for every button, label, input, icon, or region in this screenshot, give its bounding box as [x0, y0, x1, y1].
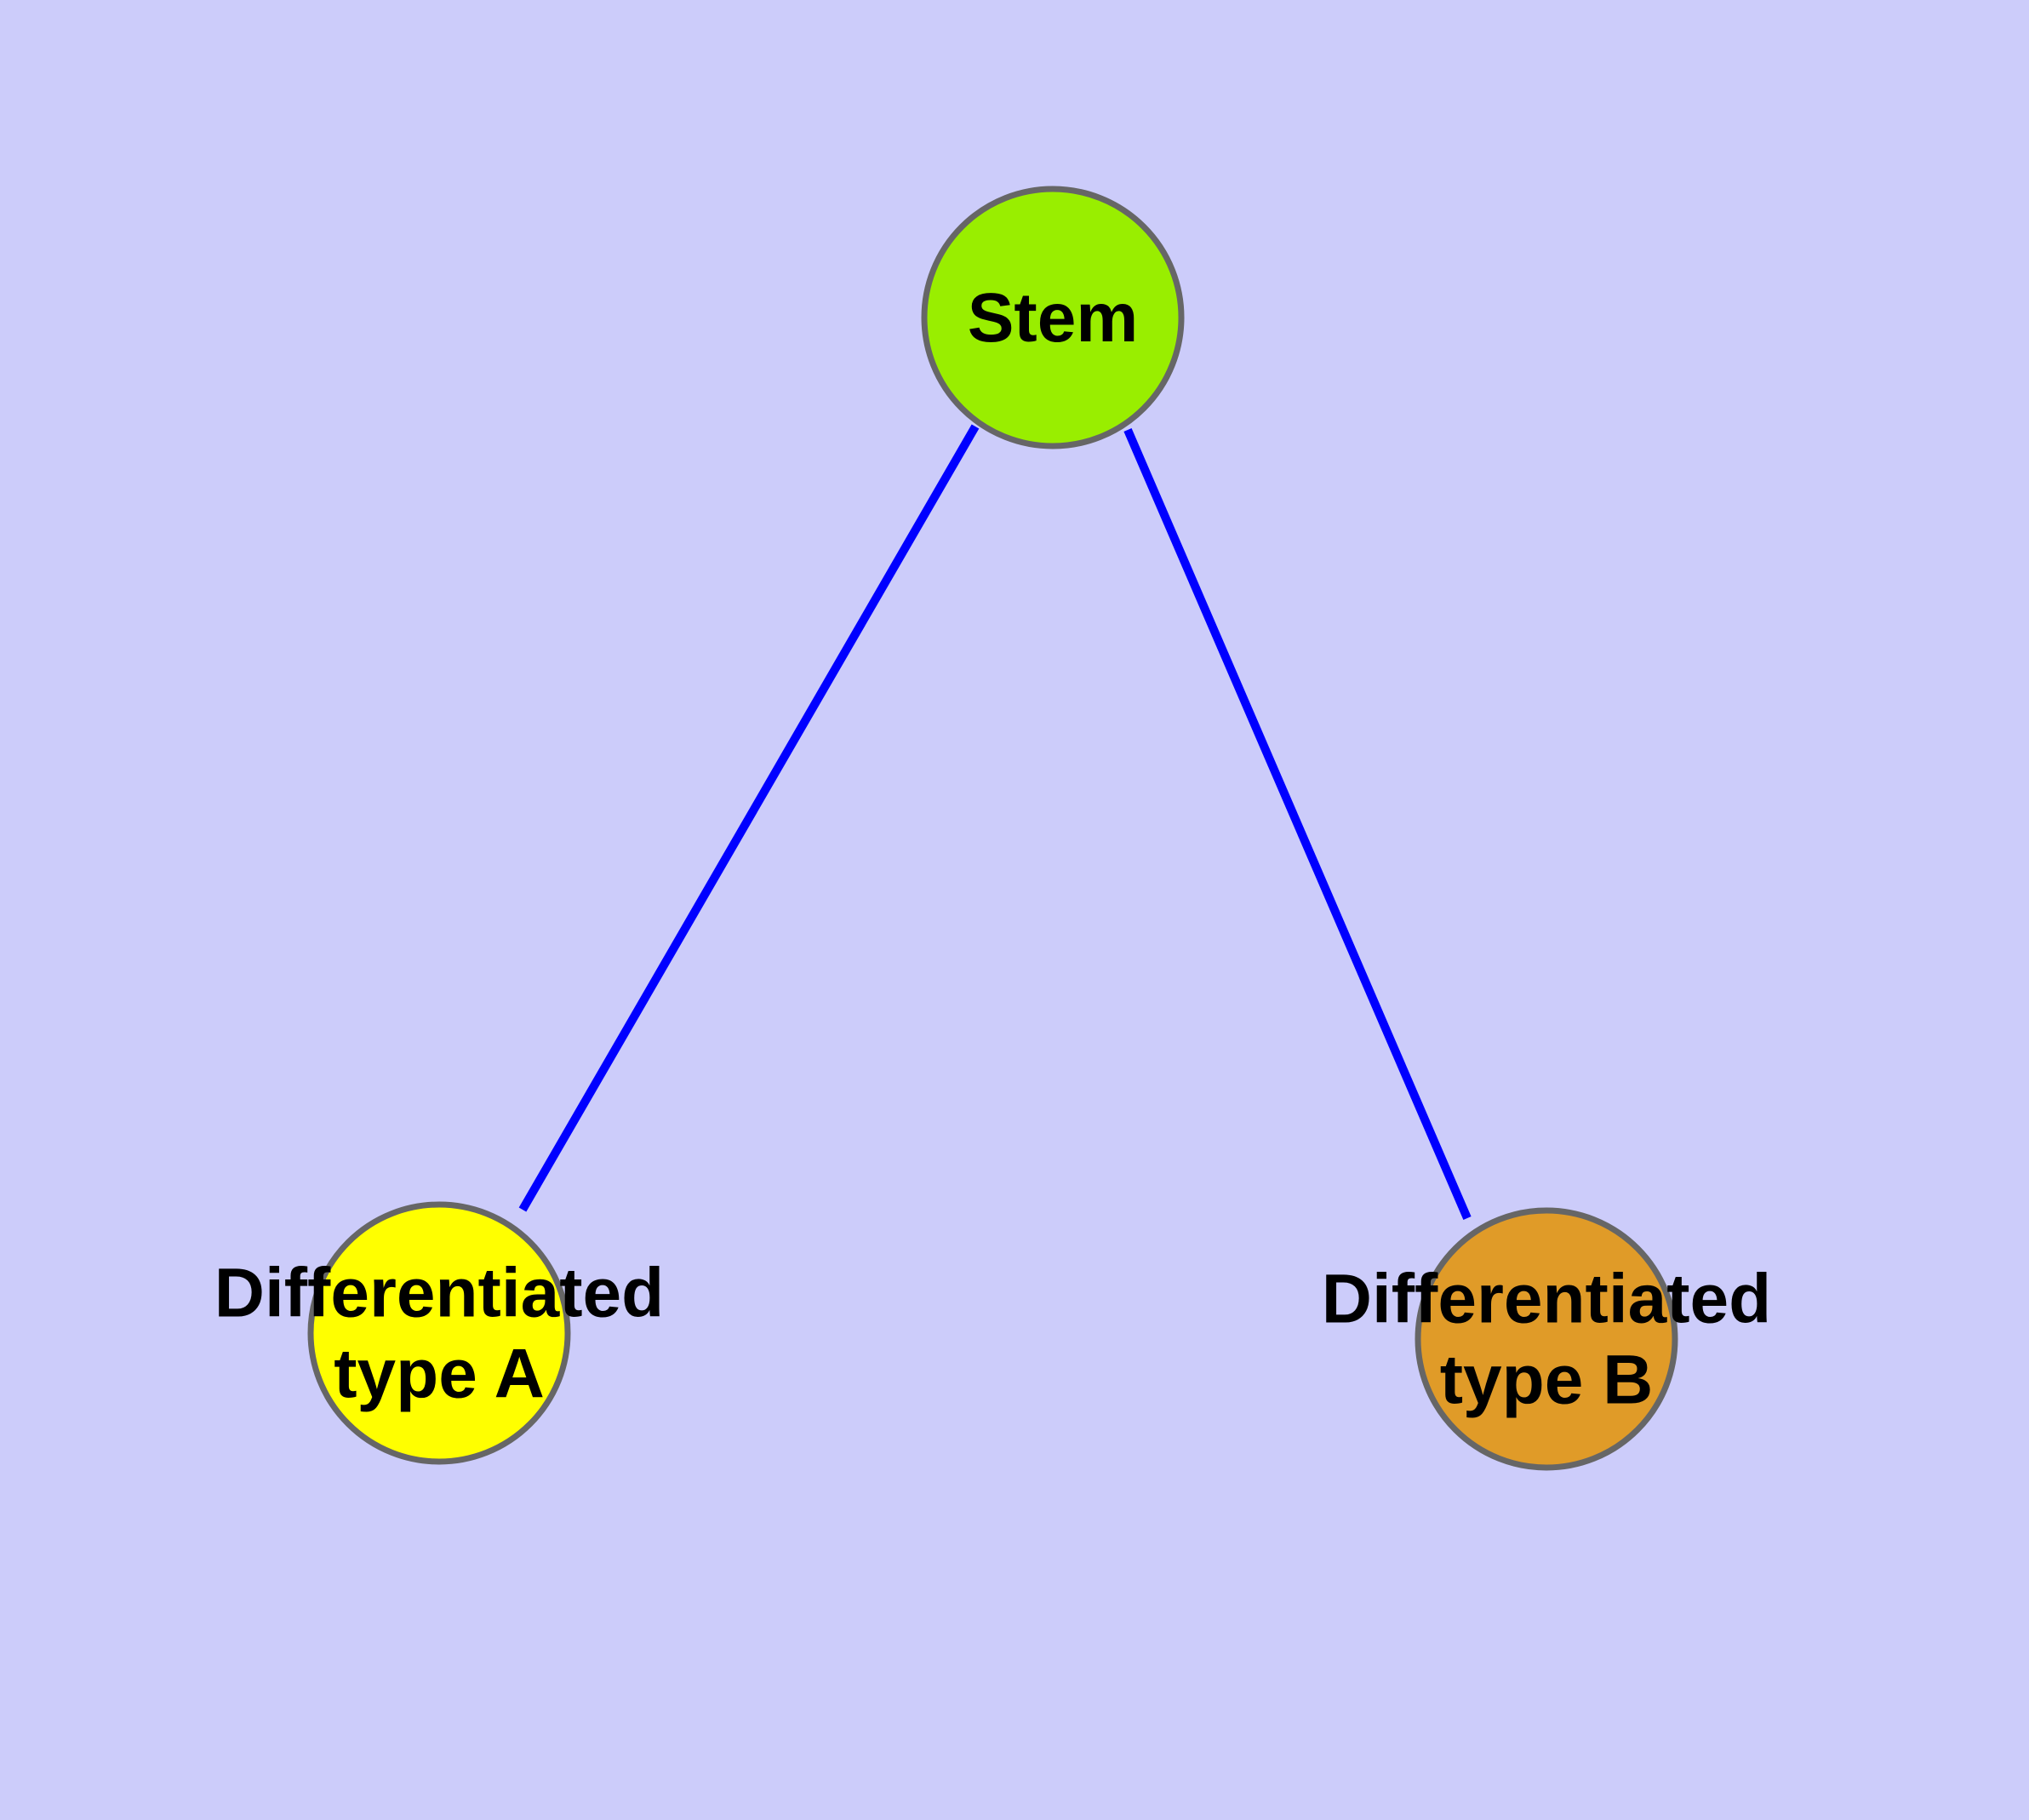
nodes-layer [307, 186, 1678, 1471]
node-differentiated-type-a[interactable] [307, 1201, 571, 1465]
edge-stem-to-differentiated-type-a[interactable] [518, 424, 980, 1212]
node-differentiated-type-b[interactable] [1415, 1207, 1678, 1471]
node-label-stem: Stem [968, 279, 1139, 357]
node-label-line: type B [1440, 1341, 1654, 1418]
edges-layer [518, 424, 1472, 1220]
node-label-line: Stem [968, 279, 1139, 357]
edge-stem-to-differentiated-type-b[interactable] [1123, 428, 1472, 1220]
node-stem[interactable] [921, 186, 1185, 449]
node-label-line: Differentiated [1322, 1260, 1772, 1337]
node-label-line: type A [334, 1335, 545, 1412]
node-label-line: Differentiated [214, 1254, 665, 1331]
